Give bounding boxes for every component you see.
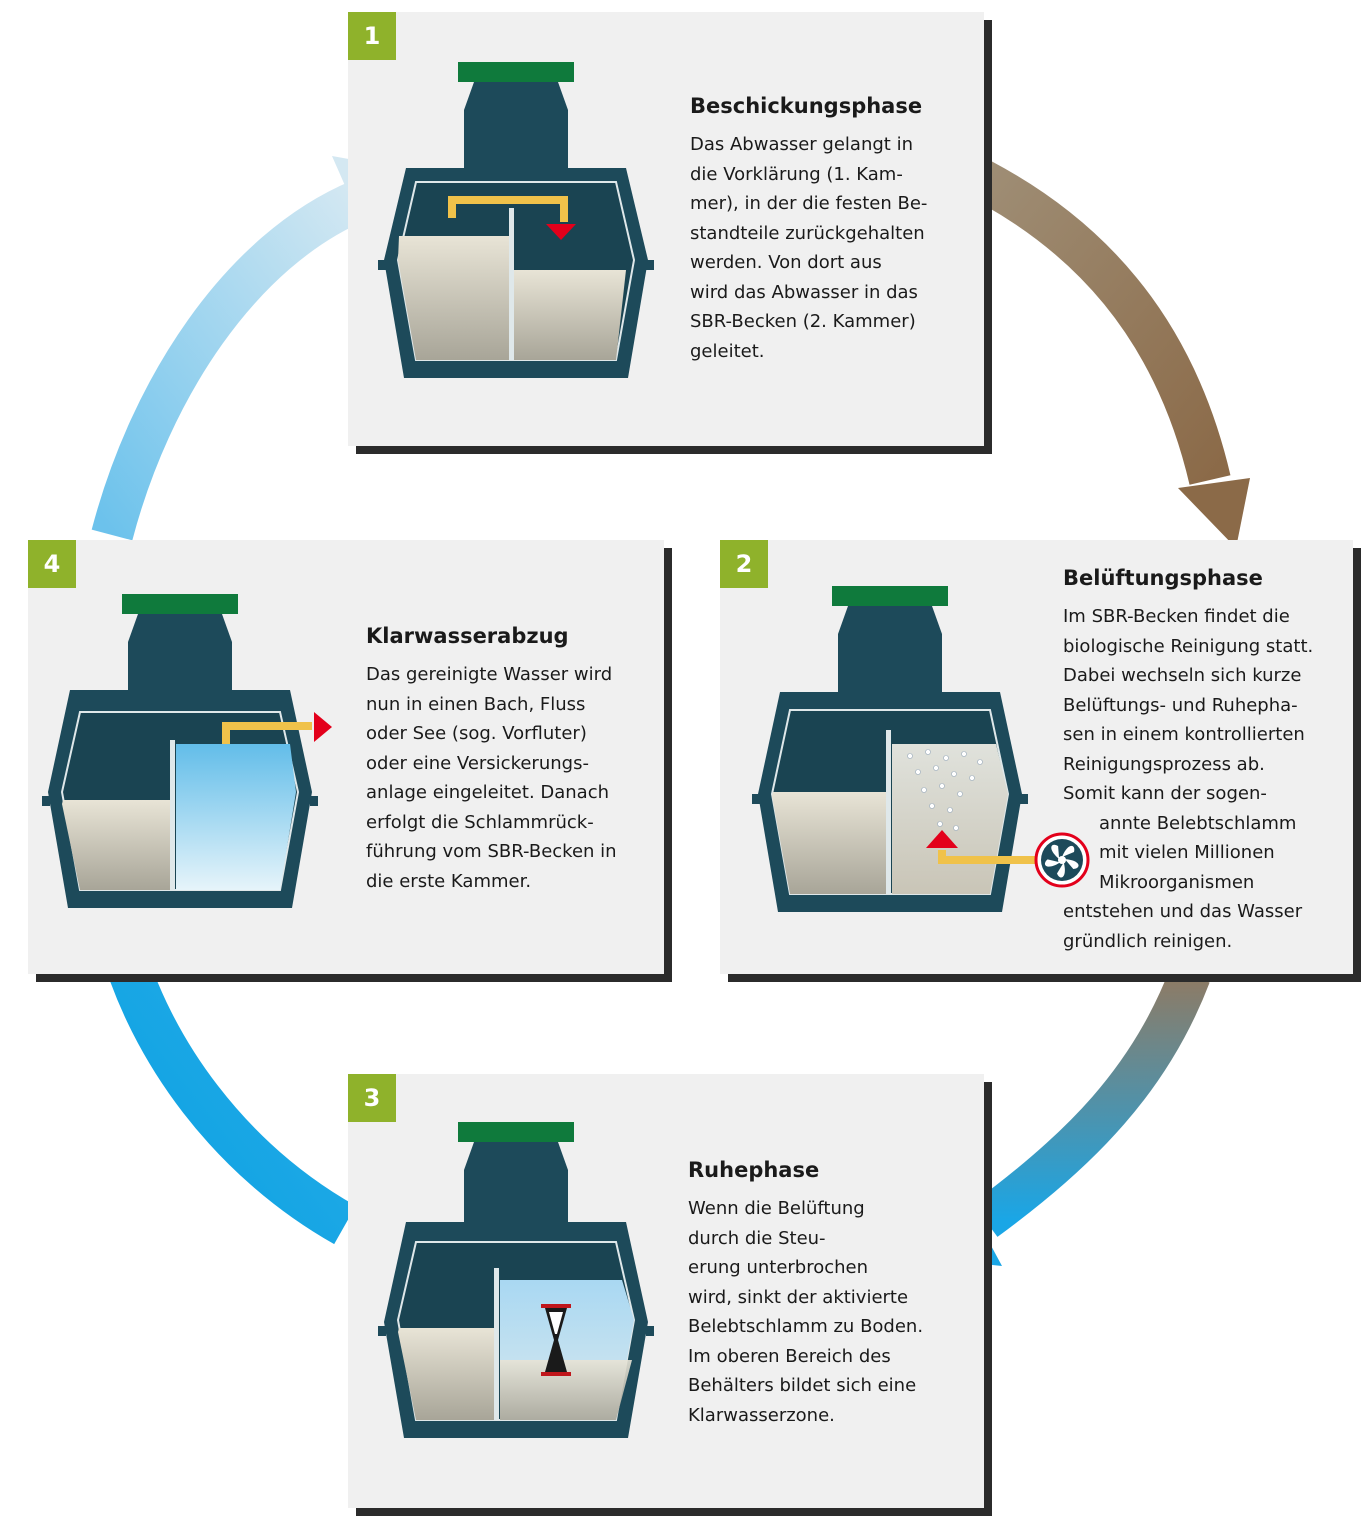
phase-title: Klarwasserabzug: [366, 624, 569, 648]
pipe: [938, 850, 1040, 864]
tank-lid: [122, 594, 238, 614]
arrow-1-to-2: [949, 148, 1250, 548]
fan-icon: [1034, 832, 1090, 888]
pipe: [222, 722, 312, 744]
phase-number-badge: 1: [348, 12, 396, 60]
phase-number-badge: 2: [720, 540, 768, 588]
tank-illustration: [378, 62, 654, 378]
red-triangle-arrow-icon: [926, 830, 958, 848]
phase-title: Beschickungsphase: [690, 94, 923, 118]
tank-illustration: [752, 586, 1090, 912]
pipe: [448, 196, 568, 222]
tank-lid: [458, 1122, 574, 1142]
tank-lid: [458, 62, 574, 82]
phase-card-2: 2: [720, 540, 1353, 974]
hourglass-icon: [541, 1304, 571, 1376]
phase-number-badge: 4: [28, 540, 76, 588]
phase-title: Belüftungsphase: [1063, 566, 1263, 590]
tank-illustration: [378, 1122, 654, 1438]
red-triangle-arrow-icon: [546, 224, 576, 240]
phase-card-1: 1 Beschickungsphase Das Abwasser gelangt…: [348, 12, 984, 446]
red-triangle-arrow-icon: [314, 712, 332, 742]
phase-title: Ruhephase: [688, 1158, 820, 1182]
phase-number-badge: 3: [348, 1074, 396, 1122]
tank-lid: [832, 586, 948, 606]
tank-illustration: [42, 594, 332, 908]
phase-card-4: 4 Klarwasserabzug Das gereinigte Wasser …: [28, 540, 664, 974]
